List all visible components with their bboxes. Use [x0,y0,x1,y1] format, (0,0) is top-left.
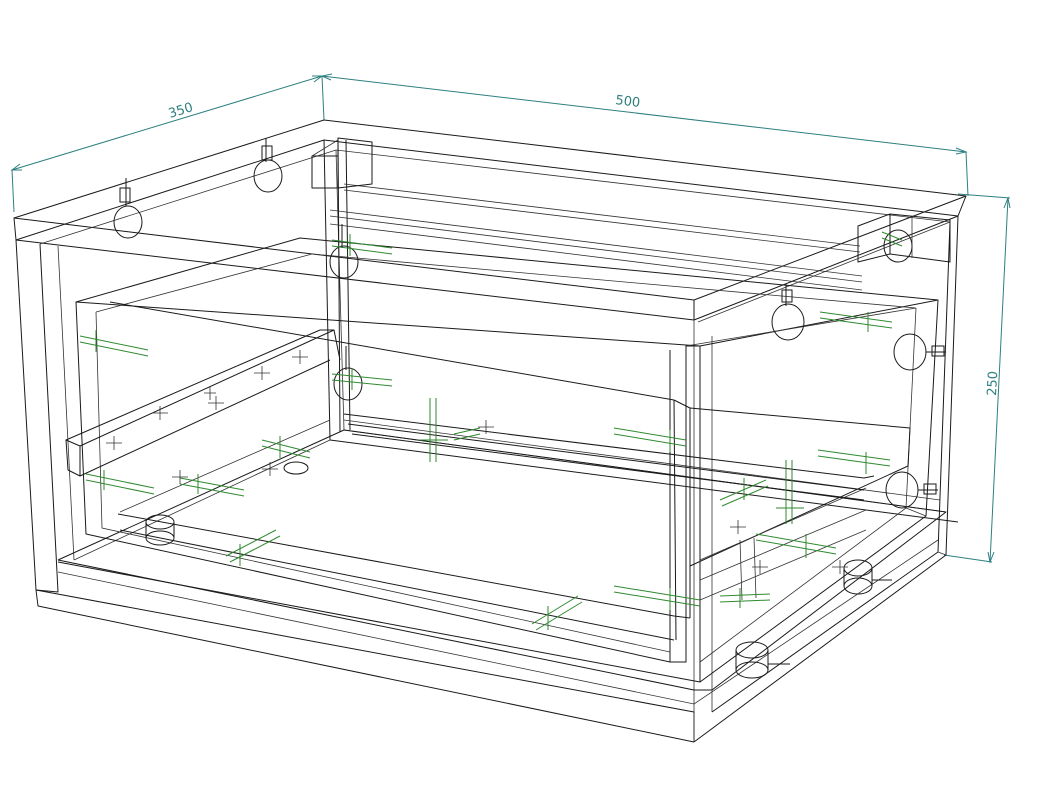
cam-hole [253,138,283,193]
cam-hole [885,471,938,509]
dowel [261,436,311,459]
dowel [331,368,393,390]
corner-block-back-right [857,213,951,263]
cam-hole [113,178,143,239]
dowels [79,231,903,631]
cam-hole [735,641,790,679]
dowel [819,311,893,332]
dimension-depth-label: 350 [167,100,195,122]
drawer-inner-frame [65,301,911,641]
cam-hole [333,346,363,401]
cam-hole [771,284,805,341]
construction-marks [106,350,848,574]
cabinet-top-panel [13,119,967,323]
cam-hole [283,461,309,475]
cam-hole [843,559,892,595]
cam-hole [883,229,913,263]
cabinet-back-panel [323,137,959,523]
dowel [85,470,155,495]
dowel [331,234,393,256]
dimension-width-label: 500 [615,93,641,111]
drawer-box [57,237,939,683]
cabinet-left-panel [15,239,695,743]
dowel [719,478,769,507]
dowel [776,460,804,524]
corner-block-back-left [311,137,373,189]
dowel [613,427,687,452]
dimension-depth: 350 [10,75,325,213]
cabinet-right-panel [693,215,959,743]
dowel [225,529,281,566]
dowel [531,595,583,631]
dowel [79,330,149,357]
cam-holes [113,138,946,679]
dowel [755,533,837,558]
cam-hole [893,333,946,371]
dowel [881,231,903,247]
dowel [613,585,701,610]
dowel [719,588,771,608]
dowel [817,449,891,474]
dowel [179,474,245,497]
cam-hole [329,224,359,279]
dimension-height: 250 [943,193,1011,564]
dowel [420,398,448,462]
dimension-height-label: 250 [985,371,1001,397]
cam-hole [145,514,175,546]
dimension-width: 500 [320,73,969,197]
dowel [453,427,481,441]
